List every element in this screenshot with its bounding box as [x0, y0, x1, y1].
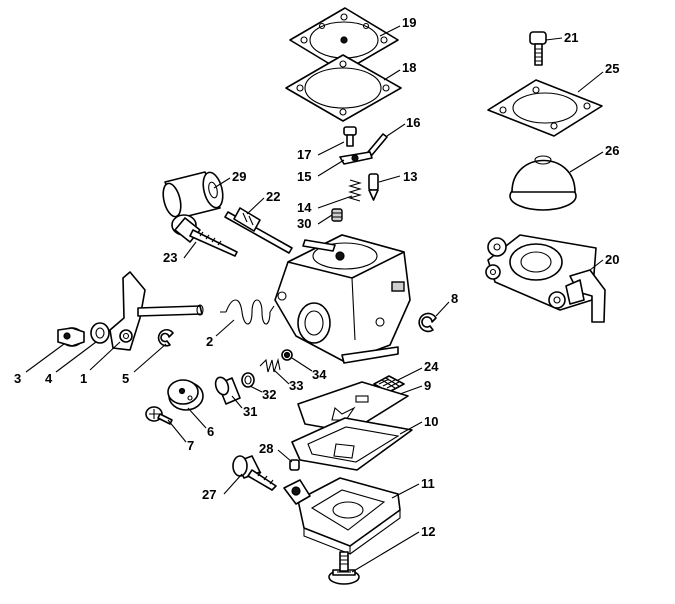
part-gasket-25	[487, 79, 603, 137]
part-screw-12	[328, 551, 360, 585]
callout-34: 34	[312, 367, 327, 382]
callout-29: 29	[232, 169, 246, 184]
callout-2: 2	[206, 334, 213, 349]
callout-6: 6	[207, 424, 214, 439]
part-screw-23	[171, 214, 238, 257]
callout-26: 26	[605, 143, 619, 158]
callout-21: 21	[564, 30, 578, 45]
part-clip-5	[157, 328, 174, 347]
callout-33: 33	[289, 378, 303, 393]
part-screw-21	[529, 31, 547, 66]
callout-32: 32	[262, 387, 276, 402]
leader-lines	[25, 25, 604, 573]
callout-17: 17	[297, 147, 311, 162]
callout-7: 7	[187, 438, 194, 453]
callout-28: 28	[259, 441, 273, 456]
callout-27: 27	[202, 487, 216, 502]
part-screw-17	[343, 126, 357, 147]
callout-23: 23	[163, 250, 177, 265]
callout-4: 4	[45, 371, 53, 386]
callout-30: 30	[297, 216, 311, 231]
carburetor-body	[274, 234, 411, 364]
part-plug-30	[331, 208, 343, 222]
callout-9: 9	[424, 378, 431, 393]
part-screw-7	[145, 406, 173, 425]
callout-5: 5	[122, 371, 129, 386]
callout-25: 25	[605, 61, 619, 76]
part-plunger-31	[214, 376, 241, 405]
part-disc-6	[167, 379, 204, 411]
part-nut-3	[57, 327, 85, 347]
part-shaft-22	[224, 207, 293, 254]
part-gasket-10	[291, 417, 413, 471]
part-lever-15	[339, 151, 373, 165]
part-screw-27	[232, 455, 277, 491]
callout-11: 11	[421, 476, 435, 491]
part-pin-28	[289, 459, 300, 471]
callout-labels: 19 18 16 17 15 13 14 30 29 22 23 21 25 2…	[14, 15, 619, 539]
callout-14: 14	[297, 200, 312, 215]
callout-22: 22	[266, 189, 280, 204]
part-clip-8	[418, 312, 437, 333]
callout-16: 16	[406, 115, 420, 130]
part-pump-housing-20	[485, 234, 606, 323]
callout-13: 13	[403, 169, 417, 184]
callout-8: 8	[451, 291, 458, 306]
part-spring-2	[220, 299, 275, 325]
callout-18: 18	[402, 60, 416, 75]
part-spring-33	[259, 357, 281, 373]
part-oring-34	[281, 349, 293, 361]
callout-31: 31	[243, 404, 257, 419]
part-shaft-stub	[302, 239, 336, 252]
callout-1: 1	[80, 371, 87, 386]
part-bushing-29	[162, 171, 224, 219]
part-cover-11	[283, 477, 401, 555]
callout-15: 15	[297, 169, 311, 184]
callout-3: 3	[14, 371, 21, 386]
part-lever-1	[109, 271, 204, 351]
part-pin-16	[367, 133, 388, 156]
part-needle-13	[368, 173, 379, 201]
part-diaphragm-9	[297, 381, 409, 433]
part-primer-bulb-26	[509, 155, 577, 211]
part-ring-32	[241, 372, 255, 388]
part-gasket-18	[285, 54, 402, 122]
callout-12: 12	[421, 524, 435, 539]
callout-24: 24	[424, 359, 439, 374]
part-spring-14	[348, 179, 362, 202]
callout-20: 20	[605, 252, 619, 267]
callout-10: 10	[424, 414, 438, 429]
callout-19: 19	[402, 15, 416, 30]
part-washer-4	[90, 322, 110, 344]
